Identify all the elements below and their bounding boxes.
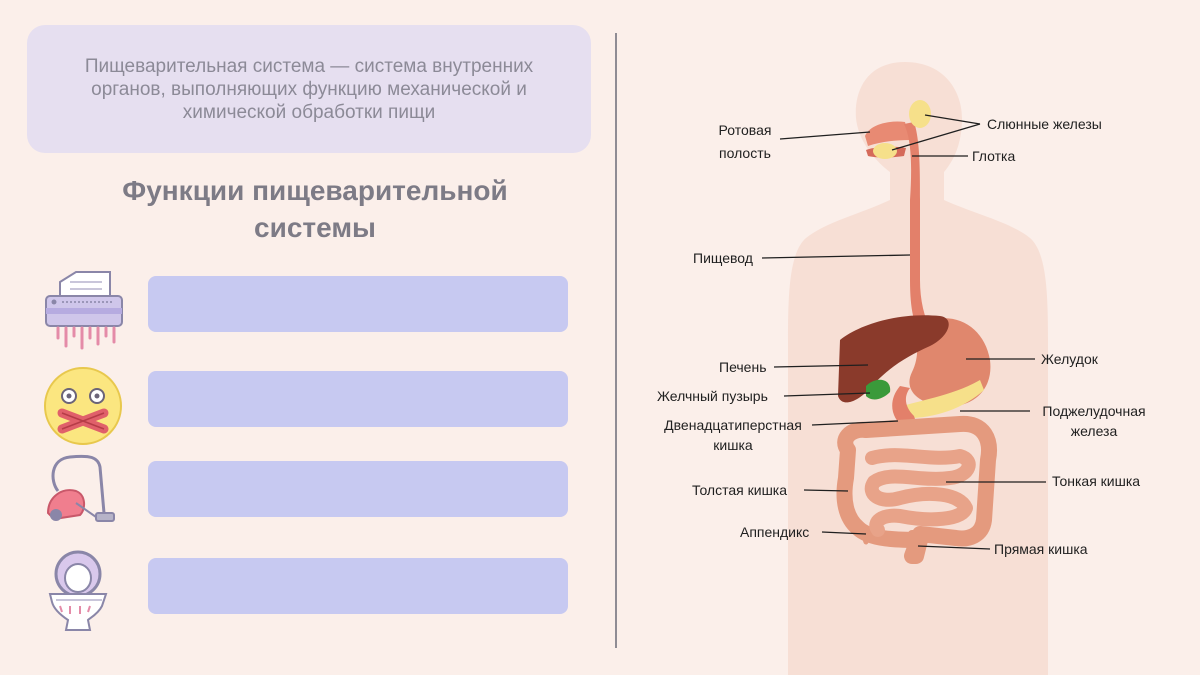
function-input-box[interactable] — [148, 558, 568, 614]
label-liver: Печень — [719, 359, 767, 375]
rectum — [908, 530, 918, 558]
label-large-intestine: Толстая кишка — [692, 482, 787, 498]
label-pancreas: железа — [1071, 423, 1118, 439]
label-stomach: Желудок — [1041, 351, 1099, 367]
functions-title: Функции пищеварительной системы — [40, 172, 590, 246]
toilet-icon — [48, 550, 108, 631]
salivary-gland — [909, 100, 931, 128]
definition-card: Пищеварительная система — система внутре… — [27, 25, 591, 153]
function-row — [40, 268, 570, 350]
label-mouth-cavity: полость — [719, 145, 771, 161]
esophagus — [904, 122, 932, 336]
duodenum — [892, 386, 916, 431]
label-esophagus: Пищевод — [693, 250, 753, 266]
paper-shredder-icon — [45, 271, 123, 350]
definition-line: органов, выполняющих функцию механическо… — [91, 78, 527, 100]
function-input-box[interactable] — [148, 461, 568, 517]
label-mouth-cavity: Ротовая — [719, 122, 772, 138]
function-row — [40, 453, 570, 523]
function-row — [40, 363, 570, 445]
liver — [838, 315, 949, 403]
label-salivary-glands: Слюнные железы — [987, 116, 1102, 132]
label-small-intestine: Тонкая кишка — [1052, 473, 1140, 489]
label-pancreas: Поджелудочная — [1042, 403, 1145, 419]
label-appendix: Аппендикс — [740, 524, 809, 540]
mouth-cavity — [865, 121, 910, 146]
pancreas — [896, 380, 984, 419]
functions-title-line: системы — [254, 212, 376, 243]
definition-text: Пищеварительная система — система внутре… — [39, 55, 579, 124]
gallbladder — [866, 379, 891, 400]
digestive-system-diagram: Ротовая полость Слюнные железы Глотка Пи… — [657, 62, 1146, 675]
function-input-box[interactable] — [148, 276, 568, 332]
nauseated-face-icon — [44, 367, 122, 445]
divider — [615, 33, 617, 648]
label-rectum: Прямая кишка — [994, 541, 1088, 557]
function-input-box[interactable] — [148, 371, 568, 427]
function-row — [40, 550, 570, 631]
label-duodenum: Двенадцатиперстная — [664, 417, 802, 433]
label-duodenum: кишка — [713, 437, 753, 453]
definition-line: Пищеварительная система — система внутре… — [84, 55, 534, 77]
small-intestine — [864, 448, 976, 537]
leader-lines — [761, 114, 1046, 550]
definition-line: химической обработки пищи — [182, 101, 436, 123]
label-gallbladder: Желчный пузырь — [657, 388, 768, 404]
large-intestine — [836, 415, 997, 564]
vacuum-cleaner-icon — [46, 454, 115, 522]
salivary-gland — [873, 143, 897, 159]
functions-title-line: Функции пищеварительной — [122, 175, 508, 206]
label-pharynx: Глотка — [972, 148, 1015, 164]
